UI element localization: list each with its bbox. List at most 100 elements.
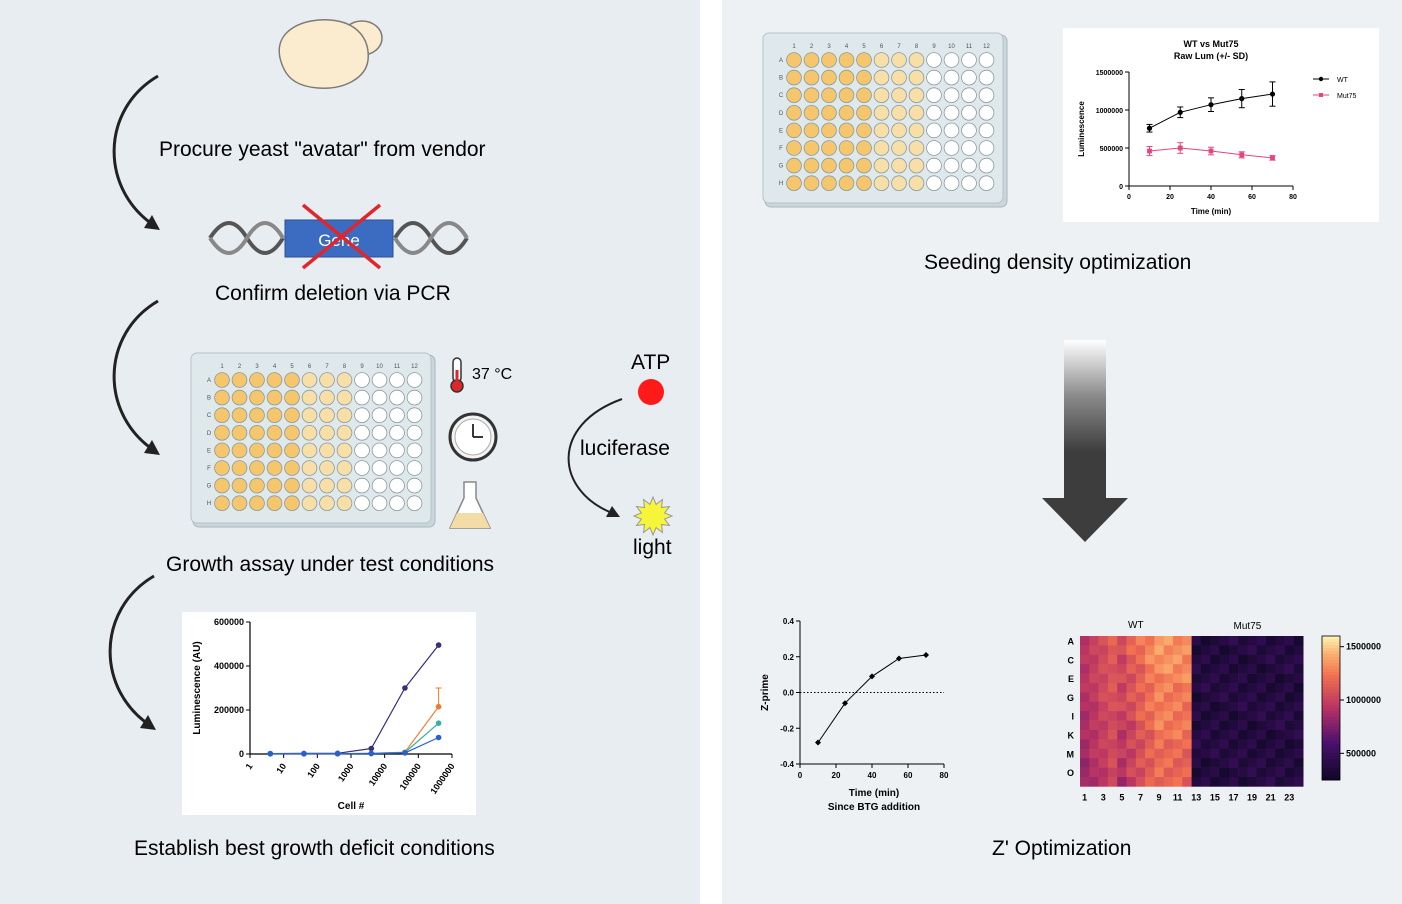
heatmap-cell (1247, 673, 1257, 684)
well (284, 425, 300, 441)
heatmap-cell (1126, 683, 1137, 693)
well (249, 425, 265, 441)
heatmap-cell (1275, 701, 1285, 712)
well (371, 495, 388, 512)
data-point (368, 750, 375, 757)
colorbar-segment (1322, 711, 1340, 715)
well (389, 425, 405, 441)
heatmap-cell (1284, 730, 1295, 740)
heatmap-cell (1210, 701, 1220, 712)
heatmap-cell (1210, 777, 1220, 787)
heatmap-cell (1200, 720, 1211, 731)
row-label: D (207, 431, 212, 437)
well (943, 122, 960, 139)
colorbar-segment (1322, 771, 1340, 775)
well (926, 52, 942, 68)
heatmap-cell (1256, 664, 1267, 674)
well (336, 389, 353, 406)
colorbar-segment (1322, 696, 1340, 700)
heatmap-cell (1145, 673, 1155, 684)
well (908, 157, 925, 174)
well (284, 495, 300, 512)
well (856, 122, 872, 139)
heatmap-cell (1200, 777, 1211, 787)
heatmap-cell (1080, 730, 1090, 740)
well (406, 372, 423, 388)
heatmap-cell (1089, 748, 1099, 759)
heatmap-cell (1228, 673, 1239, 684)
well (873, 122, 890, 139)
well (214, 425, 230, 441)
heatmap-cell (1256, 692, 1267, 703)
heatmap-cell (1238, 636, 1248, 646)
colorbar-segment (1322, 645, 1340, 649)
heatmap-cell (1247, 758, 1257, 768)
well (336, 495, 353, 512)
heatmap-cell (1145, 767, 1155, 778)
gene-deletion-graphic: Gene (208, 203, 469, 270)
column-label: 3 (255, 364, 259, 370)
well (284, 460, 300, 476)
colorbar-segment (1322, 768, 1340, 772)
chart-title: Raw Lum (+/- SD) (1174, 51, 1248, 61)
heatmap-cell (1182, 720, 1192, 731)
well (319, 477, 335, 494)
well (266, 389, 283, 406)
heatmap-cell (1238, 720, 1248, 731)
well (354, 425, 370, 441)
well (336, 477, 353, 494)
heatmap-cell (1089, 683, 1099, 693)
column-label: 12 (411, 364, 418, 370)
row-label: O (1067, 768, 1074, 778)
heatmap-cell (1275, 711, 1285, 721)
well (838, 157, 855, 174)
well (821, 52, 837, 68)
colorbar-segment (1322, 684, 1340, 688)
colorbar-segment (1322, 747, 1340, 751)
heatmap-cell (1098, 701, 1109, 712)
heatmap-cell (1107, 701, 1118, 712)
heatmap-cell (1098, 664, 1109, 674)
well (786, 175, 802, 192)
well (354, 407, 370, 423)
well (908, 52, 925, 68)
heatmap-cell (1219, 692, 1230, 703)
colorbar-segment (1322, 663, 1340, 667)
heatmap-cell (1293, 692, 1304, 703)
well (266, 425, 283, 441)
heatmap-cell (1182, 758, 1192, 768)
well (891, 140, 907, 156)
row-label: B (207, 396, 211, 402)
heatmap-cell (1247, 664, 1257, 674)
heatmap-cell (1080, 701, 1090, 712)
heatmap-cell (1173, 664, 1183, 674)
column-label: 9 (360, 364, 364, 370)
data-point (267, 750, 274, 757)
heatmap-cell (1163, 758, 1174, 768)
heatmap-cell (1228, 711, 1239, 721)
well (873, 140, 890, 156)
heatmap-cell (1080, 636, 1090, 646)
heatmap-cell (1256, 758, 1267, 768)
heatmap-cell (1210, 636, 1220, 646)
y-tick-label: 1500000 (1096, 70, 1123, 77)
colorbar-tick-label: 1000000 (1346, 695, 1381, 705)
heatmap-cell (1200, 636, 1211, 646)
heatmap-cell (1163, 673, 1174, 684)
colorbar-segment (1322, 726, 1340, 730)
x-tick-label: 20 (832, 771, 841, 780)
heatmap-cell (1117, 692, 1127, 703)
well (856, 69, 872, 86)
well (838, 140, 855, 156)
heatmap-cell (1256, 654, 1267, 665)
x-tick-label: 10 (274, 761, 288, 775)
heatmap-cell (1089, 739, 1099, 750)
heatmap-cell (1154, 748, 1164, 759)
heatmap-cell (1135, 711, 1146, 721)
colorbar-segment (1322, 762, 1340, 766)
heatmap-cell (1200, 664, 1211, 674)
heatmap-cell (1284, 692, 1295, 703)
heatmap-cell (1247, 711, 1257, 721)
well (249, 442, 265, 459)
heatmap-cell (1256, 701, 1267, 712)
